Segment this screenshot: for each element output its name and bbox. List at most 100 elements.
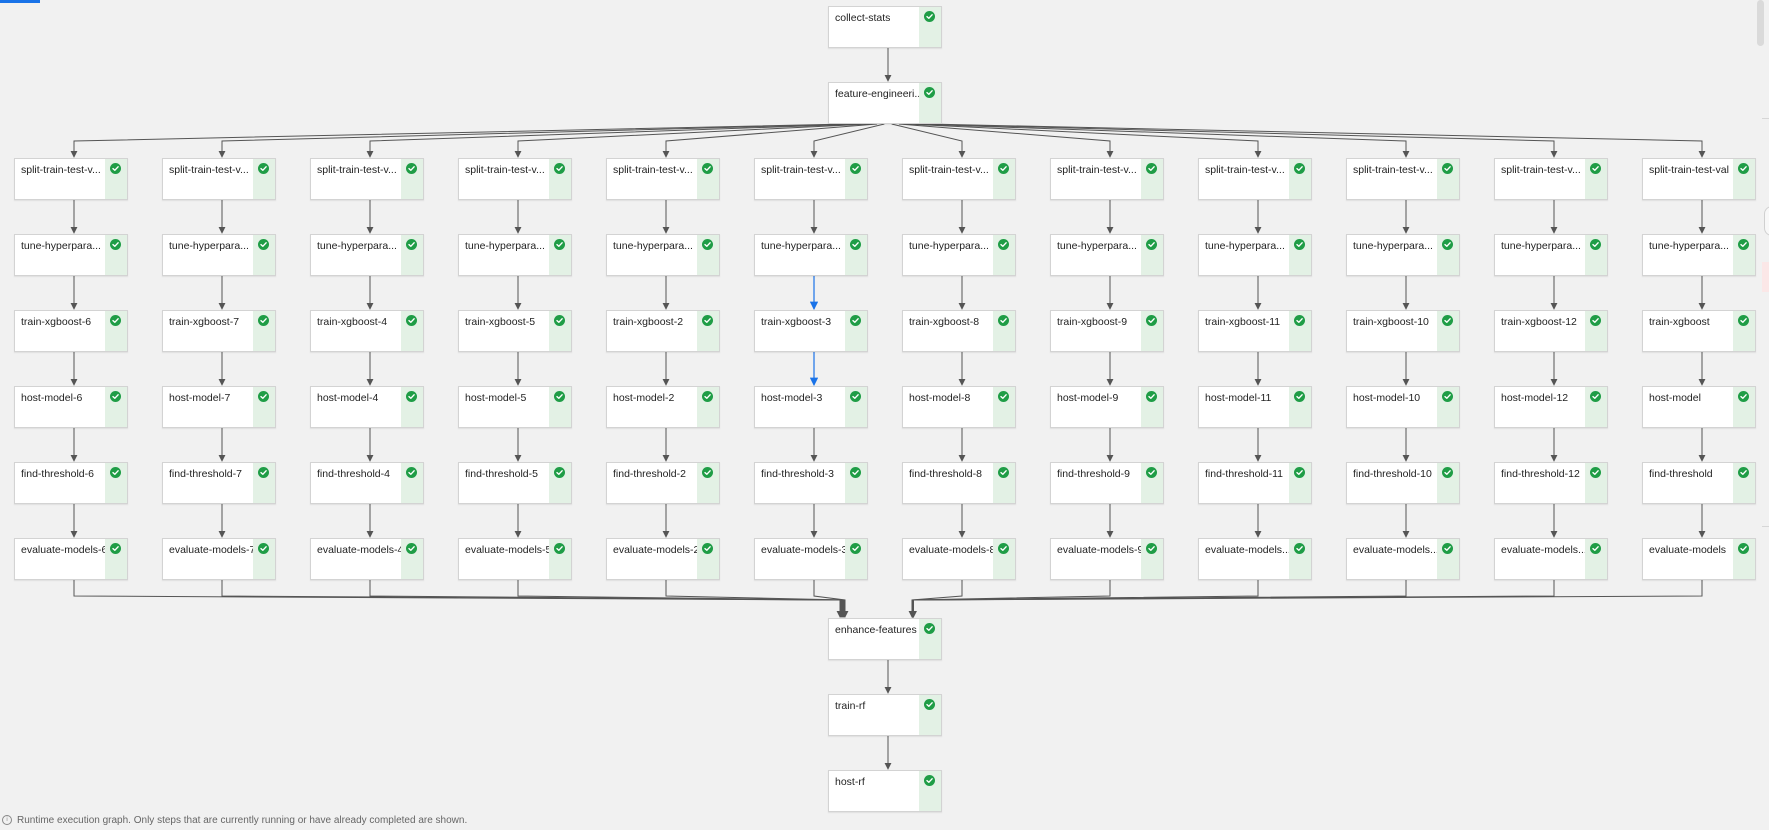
node-col6-step2[interactable]: train-xgboost-8 (902, 310, 1016, 352)
node-col9-step3[interactable]: host-model-10 (1346, 386, 1460, 428)
node-col9-step4[interactable]: find-threshold-10 (1346, 462, 1460, 504)
node-col4-step3[interactable]: host-model-2 (606, 386, 720, 428)
node-col3-step4[interactable]: find-threshold-5 (458, 462, 572, 504)
node-col4-step5[interactable]: evaluate-models-2 (606, 538, 720, 580)
node-col11-step4[interactable]: find-threshold (1642, 462, 1756, 504)
node-col2-step0[interactable]: split-train-test-v... (310, 158, 424, 200)
node-col1-step3[interactable]: host-model-7 (162, 386, 276, 428)
node-col3-step2[interactable]: train-xgboost-5 (458, 310, 572, 352)
node-feature-engineering[interactable]: feature-engineeri... (828, 82, 942, 124)
node-col11-step2[interactable]: train-xgboost (1642, 310, 1756, 352)
node-collect-stats[interactable]: collect-stats (828, 6, 942, 48)
node-label: find-threshold (1649, 468, 1713, 480)
node-col7-step4[interactable]: find-threshold-9 (1050, 462, 1164, 504)
node-col9-step0[interactable]: split-train-test-v... (1346, 158, 1460, 200)
node-col3-step3[interactable]: host-model-5 (458, 386, 572, 428)
node-col4-step0[interactable]: split-train-test-v... (606, 158, 720, 200)
node-col5-step5[interactable]: evaluate-models-3 (754, 538, 868, 580)
check-circle-icon (924, 87, 935, 98)
node-col6-step1[interactable]: tune-hyperpara... (902, 234, 1016, 276)
node-col10-step4[interactable]: find-threshold-12 (1494, 462, 1608, 504)
node-col1-step1[interactable]: tune-hyperpara... (162, 234, 276, 276)
node-col10-step0[interactable]: split-train-test-v... (1494, 158, 1608, 200)
node-col0-step3[interactable]: host-model-6 (14, 386, 128, 428)
node-col0-step4[interactable]: find-threshold-6 (14, 462, 128, 504)
node-col10-step3[interactable]: host-model-12 (1494, 386, 1608, 428)
node-col5-step2[interactable]: train-xgboost-3 (754, 310, 868, 352)
node-col11-step1[interactable]: tune-hyperpara... (1642, 234, 1756, 276)
node-col5-step0[interactable]: split-train-test-v... (754, 158, 868, 200)
edge (366, 123, 863, 158)
node-col7-step1[interactable]: tune-hyperpara... (1050, 234, 1164, 276)
node-col0-step1[interactable]: tune-hyperpara... (14, 234, 128, 276)
node-col3-step1[interactable]: tune-hyperpara... (458, 234, 572, 276)
edge (369, 580, 846, 618)
node-col7-step0[interactable]: split-train-test-v... (1050, 158, 1164, 200)
node-col10-step5[interactable]: evaluate-models... (1494, 538, 1608, 580)
node-col11-step3[interactable]: host-model (1642, 386, 1756, 428)
node-label: train-xgboost-12 (1501, 316, 1577, 328)
node-col4-step2[interactable]: train-xgboost-2 (606, 310, 720, 352)
node-col2-step3[interactable]: host-model-4 (310, 386, 424, 428)
node-col2-step1[interactable]: tune-hyperpara... (310, 234, 424, 276)
node-col11-step0[interactable]: split-train-test-val (1642, 158, 1756, 200)
node-col5-step3[interactable]: host-model-3 (754, 386, 868, 428)
node-col0-step0[interactable]: split-train-test-v... (14, 158, 128, 200)
node-col10-step1[interactable]: tune-hyperpara... (1494, 234, 1608, 276)
vertical-scrollbar[interactable] (1757, 0, 1764, 46)
node-col2-step4[interactable]: find-threshold-4 (310, 462, 424, 504)
node-col0-step5[interactable]: evaluate-models-6 (14, 538, 128, 580)
node-col2-step2[interactable]: train-xgboost-4 (310, 310, 424, 352)
node-col8-step1[interactable]: tune-hyperpara... (1198, 234, 1312, 276)
node-col6-step3[interactable]: host-model-8 (902, 386, 1016, 428)
node-col10-step2[interactable]: train-xgboost-12 (1494, 310, 1608, 352)
node-col9-step1[interactable]: tune-hyperpara... (1346, 234, 1460, 276)
node-col1-step4[interactable]: find-threshold-7 (162, 462, 276, 504)
node-enhance-features[interactable]: enhance-features (828, 618, 942, 660)
node-col9-step5[interactable]: evaluate-models... (1346, 538, 1460, 580)
node-label: find-threshold-6 (21, 468, 94, 480)
node-col6-step0[interactable]: split-train-test-v... (902, 158, 1016, 200)
node-col6-step4[interactable]: find-threshold-8 (902, 462, 1016, 504)
node-status (1585, 159, 1607, 199)
node-label: evaluate-models... (1353, 544, 1439, 556)
node-col4-step1[interactable]: tune-hyperpara... (606, 234, 720, 276)
node-col7-step2[interactable]: train-xgboost-9 (1050, 310, 1164, 352)
node-col8-step0[interactable]: split-train-test-v... (1198, 158, 1312, 200)
node-label: tune-hyperpara... (1057, 240, 1137, 252)
node-col1-step0[interactable]: split-train-test-v... (162, 158, 276, 200)
node-host-rf[interactable]: host-rf (828, 770, 942, 812)
node-status (105, 539, 127, 579)
node-status (845, 311, 867, 351)
check-circle-icon (702, 163, 713, 174)
node-label: feature-engineeri... (835, 88, 924, 100)
node-col2-step5[interactable]: evaluate-models-4 (310, 538, 424, 580)
node-col1-step5[interactable]: evaluate-models-7 (162, 538, 276, 580)
node-col8-step4[interactable]: find-threshold-11 (1198, 462, 1312, 504)
node-col7-step3[interactable]: host-model-9 (1050, 386, 1164, 428)
node-col1-step2[interactable]: train-xgboost-7 (162, 310, 276, 352)
edge (810, 123, 885, 158)
check-circle-icon (998, 239, 1009, 250)
node-col8-step2[interactable]: train-xgboost-11 (1198, 310, 1312, 352)
node-col5-step1[interactable]: tune-hyperpara... (754, 234, 868, 276)
node-col9-step2[interactable]: train-xgboost-10 (1346, 310, 1460, 352)
node-status (919, 695, 941, 735)
check-circle-icon (110, 391, 121, 402)
node-col8-step5[interactable]: evaluate-models... (1198, 538, 1312, 580)
node-col4-step4[interactable]: find-threshold-2 (606, 462, 720, 504)
node-label: evaluate-models-4 (317, 544, 404, 556)
node-col11-step5[interactable]: evaluate-models (1642, 538, 1756, 580)
node-col7-step5[interactable]: evaluate-models-9 (1050, 538, 1164, 580)
node-col8-step3[interactable]: host-model-11 (1198, 386, 1312, 428)
node-col0-step2[interactable]: train-xgboost-6 (14, 310, 128, 352)
node-train-rf[interactable]: train-rf (828, 694, 942, 736)
side-panel-toggle[interactable] (1764, 206, 1769, 236)
node-col6-step5[interactable]: evaluate-models-8 (902, 538, 1016, 580)
side-panel-divider (1762, 118, 1769, 119)
check-circle-icon (258, 467, 269, 478)
node-col3-step0[interactable]: split-train-test-v... (458, 158, 572, 200)
node-col3-step5[interactable]: evaluate-models-5 (458, 538, 572, 580)
node-col5-step4[interactable]: find-threshold-3 (754, 462, 868, 504)
